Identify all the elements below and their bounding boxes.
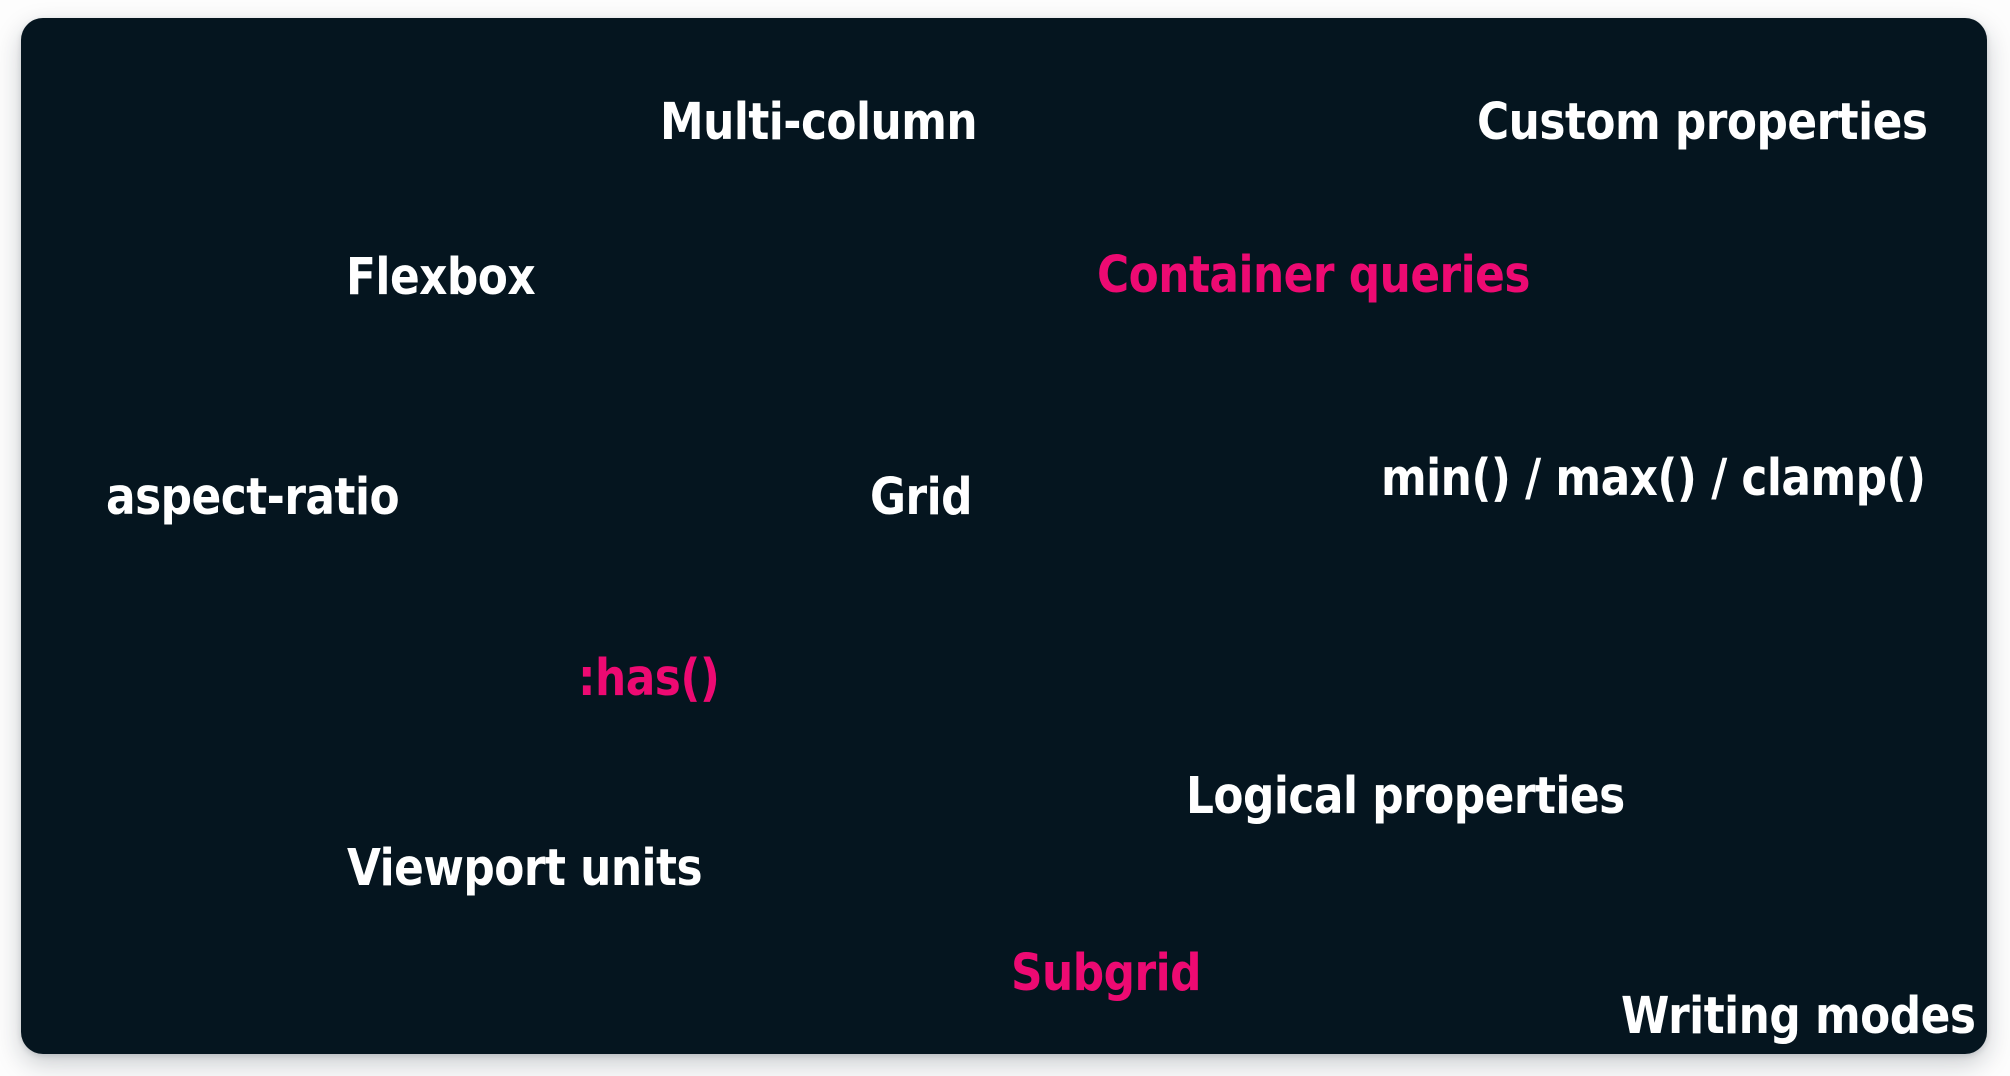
feature-label-writing-modes: Writing modes <box>1621 987 1976 1046</box>
feature-label-aspect-ratio: aspect-ratio <box>106 468 400 527</box>
feature-label-subgrid: Subgrid <box>1011 944 1202 1003</box>
feature-label-container-queries: Container queries <box>1097 246 1530 305</box>
feature-label-custom-properties: Custom properties <box>1477 93 1928 152</box>
feature-label-min-max-clamp: min() / max() / clamp() <box>1381 449 1926 508</box>
feature-label-multi-column: Multi-column <box>660 93 978 152</box>
feature-label-has-selector: :has() <box>578 649 720 708</box>
feature-label-logical-properties: Logical properties <box>1186 767 1625 826</box>
feature-label-flexbox: Flexbox <box>346 248 536 307</box>
feature-label-viewport-units: Viewport units <box>347 839 703 898</box>
feature-label-grid: Grid <box>870 468 972 527</box>
